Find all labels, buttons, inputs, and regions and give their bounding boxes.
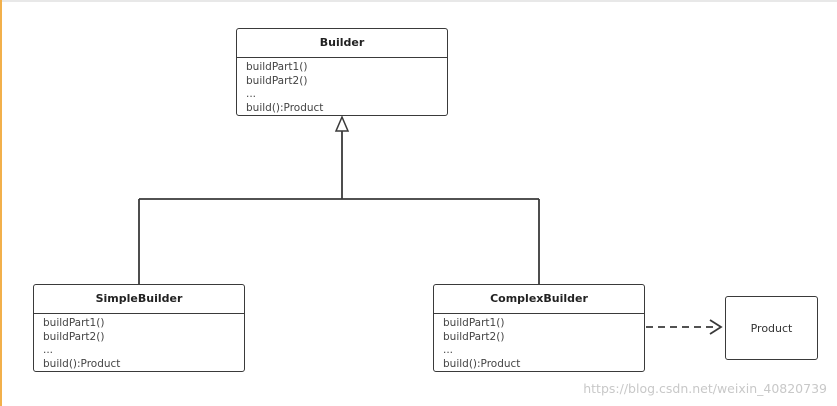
- watermark: https://blog.csdn.net/weixin_40820739: [583, 381, 827, 396]
- generalization-arrowhead: [334, 115, 350, 132]
- class-name: ComplexBuilder: [434, 285, 644, 314]
- class-name: Product: [750, 321, 793, 335]
- dependency-arrowhead: [709, 319, 723, 335]
- class-name: SimpleBuilder: [34, 285, 244, 314]
- class-builder[interactable]: Builder buildPart1() buildPart2() ... bu…: [236, 28, 448, 116]
- operation: ...: [43, 344, 54, 356]
- class-name: Builder: [237, 29, 447, 58]
- operation: buildPart2(): [43, 330, 105, 343]
- operation: buildPart1(): [43, 317, 105, 329]
- operation: build():Product: [443, 357, 521, 370]
- operation: ...: [246, 88, 257, 100]
- operation: buildPart2(): [443, 330, 505, 343]
- operations-list: buildPart1() buildPart2() ... build():Pr…: [237, 58, 447, 115]
- operation: buildPart1(): [443, 317, 505, 329]
- operation: buildPart1(): [246, 61, 308, 73]
- operation: ...: [443, 344, 454, 356]
- operations-list: buildPart1() buildPart2() ... build():Pr…: [434, 314, 644, 371]
- operation: build():Product: [43, 357, 121, 370]
- class-product[interactable]: Product: [725, 296, 818, 360]
- left-accent-bar: [0, 0, 2, 406]
- operations-list: buildPart1() buildPart2() ... build():Pr…: [34, 314, 244, 371]
- top-border: [0, 0, 837, 2]
- operation: buildPart2(): [246, 74, 308, 87]
- class-simple-builder[interactable]: SimpleBuilder buildPart1() buildPart2() …: [33, 284, 245, 372]
- operation: build():Product: [246, 101, 324, 114]
- class-complex-builder[interactable]: ComplexBuilder buildPart1() buildPart2()…: [433, 284, 645, 372]
